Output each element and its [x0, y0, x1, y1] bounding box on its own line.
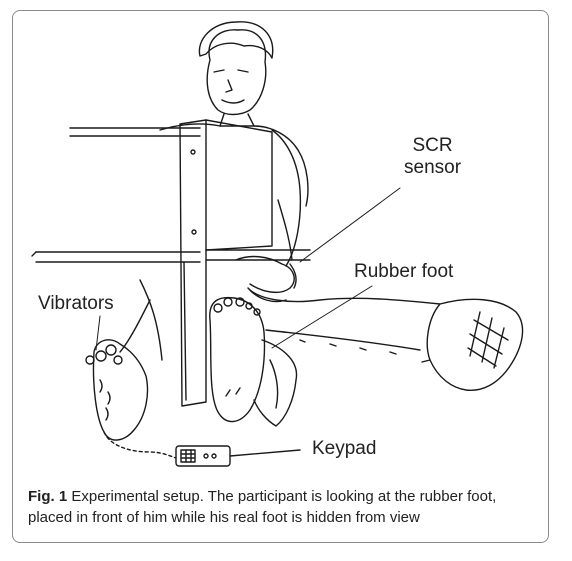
participant-legs [139, 279, 441, 361]
figure-caption-text: Experimental setup. The participant is l… [28, 488, 497, 526]
figure-caption-label: Fig. 1 [28, 488, 68, 505]
figure-caption: Fig. 1 Experimental setup. The participa… [28, 486, 538, 528]
shoe [421, 298, 524, 391]
label-scr-line1: SCR [412, 135, 453, 156]
keypad-device [175, 445, 301, 467]
rubber-foot-drawing [209, 296, 266, 423]
label-scr-sensor: SCR sensor [404, 135, 461, 179]
label-vibrators: Vibrators [38, 293, 114, 314]
hidden-foot [85, 299, 177, 459]
label-scr-line2: sensor [404, 157, 462, 178]
leader-lines [95, 187, 401, 351]
participant-torso [159, 123, 309, 303]
participant-head [198, 21, 274, 127]
label-keypad: Keypad [312, 438, 377, 459]
occluding-board [179, 119, 273, 407]
cloth [253, 339, 298, 427]
figure-frame [12, 10, 549, 543]
table [31, 127, 311, 263]
label-rubber-foot: Rubber foot [354, 261, 454, 282]
